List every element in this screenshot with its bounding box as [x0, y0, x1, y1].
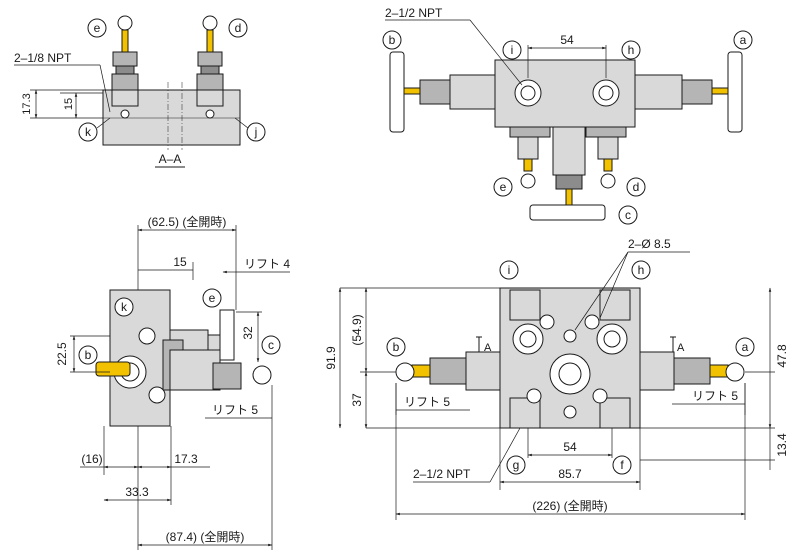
port-d-top-left: d — [228, 18, 248, 38]
svg-text:b: b — [393, 340, 400, 354]
port-e-top-left: e — [87, 18, 107, 38]
lift-4: リフト 4 — [244, 257, 290, 271]
dim-226: (226) (全開時) — [532, 498, 607, 513]
svg-text:k: k — [85, 125, 92, 139]
npt-label-section: 2–1/8 NPT — [14, 51, 72, 65]
lift-5-side: リフト 5 — [212, 403, 258, 417]
port-g-front: g — [506, 455, 526, 475]
port-d-top: d — [626, 177, 646, 197]
svg-text:e: e — [94, 21, 101, 35]
port-e-side: e — [202, 288, 222, 308]
section-mark-left: A — [484, 342, 492, 354]
port-j-section: j — [246, 122, 266, 142]
svg-text:e: e — [209, 291, 216, 305]
svg-text:d: d — [633, 180, 640, 194]
svg-text:g: g — [513, 458, 520, 472]
port-c-side: c — [261, 335, 281, 355]
dim-17-3-section: 17.3 — [21, 93, 33, 114]
section-view-aa: e d k j 2–1/8 NPT 17.3 15 A–A — [14, 15, 266, 168]
svg-text:c: c — [625, 208, 631, 222]
dim-15-side: 15 — [173, 255, 187, 269]
hole-spec: 2–Ø 8.5 — [628, 237, 671, 251]
port-b-front: b — [386, 337, 406, 357]
port-i-front: i — [499, 260, 519, 280]
section-label-aa: A–A — [159, 152, 182, 166]
svg-text:d: d — [235, 21, 242, 35]
dim-54-top: 54 — [560, 33, 574, 47]
svg-text:e: e — [500, 180, 507, 194]
port-k-side: k — [114, 297, 134, 317]
side-view: k b e c (62.5) (全開時) 15 リフト 4 22.5 32 — [55, 214, 290, 550]
dim-85-7: 85.7 — [558, 467, 582, 481]
svg-text:h: h — [628, 43, 635, 57]
svg-text:a: a — [740, 33, 747, 47]
dim-16: (16) — [81, 452, 102, 466]
svg-text:i: i — [508, 263, 511, 277]
port-h-front: h — [631, 260, 651, 280]
dim-87-4: (87.4) (全開時) — [166, 529, 245, 544]
dim-54-9: (54.9) — [350, 314, 364, 345]
top-view: b a i h e d c 2–1/2 NPT — [382, 6, 753, 225]
svg-text:a: a — [742, 340, 749, 354]
port-b-top: b — [382, 30, 402, 50]
dim-37: 37 — [350, 393, 364, 407]
svg-text:i: i — [511, 43, 514, 57]
port-e-top: e — [493, 177, 513, 197]
dim-62-5: (62.5) (全開時) — [148, 214, 227, 229]
svg-text:h: h — [638, 263, 645, 277]
left-valve-stem — [111, 29, 139, 119]
front-view: i h b a g f 2–Ø 8.5 91.9 — [324, 237, 789, 520]
port-i-top: i — [502, 40, 522, 60]
dim-33-3: 33.3 — [125, 485, 149, 499]
port-b-side: b — [78, 345, 98, 365]
port-c-top: c — [618, 205, 638, 225]
dim-47-8: 47.8 — [775, 344, 789, 368]
dim-54-front: 54 — [563, 440, 577, 454]
svg-text:k: k — [121, 300, 128, 314]
svg-text:c: c — [268, 338, 274, 352]
svg-text:f: f — [620, 458, 624, 472]
dim-17-3-side: 17.3 — [174, 452, 198, 466]
section-mark-right: A — [677, 342, 685, 354]
lift-5-front-right: リフト 5 — [692, 389, 738, 403]
npt-label-top: 2–1/2 NPT — [385, 6, 443, 20]
port-a-top: a — [733, 30, 753, 50]
port-h-top: h — [621, 40, 641, 60]
dim-32: 32 — [241, 326, 255, 340]
lift-5-front-left: リフト 5 — [404, 395, 450, 409]
svg-text:b: b — [389, 33, 396, 47]
dim-13-4: 13.4 — [775, 433, 789, 457]
port-a-front: a — [735, 337, 755, 357]
npt-label-front: 2–1/2 NPT — [413, 467, 471, 481]
port-k-section: k — [78, 122, 98, 142]
dim-91-9: 91.9 — [324, 346, 338, 370]
svg-text:b: b — [85, 348, 92, 362]
port-f-front: f — [612, 455, 632, 475]
svg-text:j: j — [254, 125, 258, 139]
right-valve-stem — [196, 29, 224, 119]
dim-22-5: 22.5 — [55, 342, 69, 366]
dim-15-section: 15 — [63, 98, 75, 110]
